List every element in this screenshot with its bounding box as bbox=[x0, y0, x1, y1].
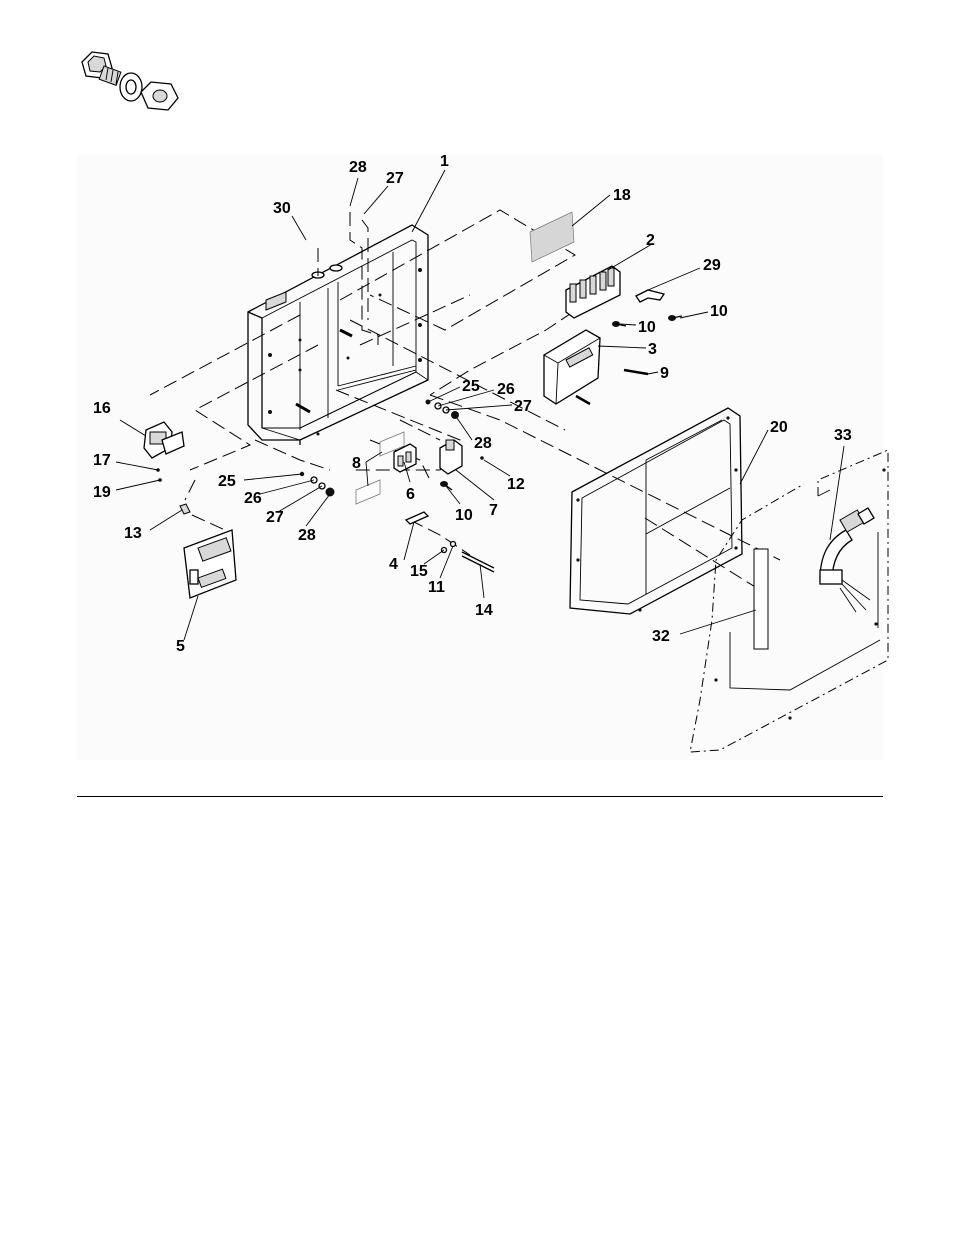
callout-2: 2 bbox=[646, 232, 655, 249]
callout-27: 27 bbox=[386, 170, 404, 187]
callout-13: 13 bbox=[124, 525, 142, 542]
callout-26: 26 bbox=[244, 490, 262, 507]
callout-17: 17 bbox=[93, 452, 111, 469]
callout-7: 7 bbox=[489, 502, 498, 519]
callout-28: 28 bbox=[349, 159, 367, 176]
callout-28: 28 bbox=[474, 435, 492, 452]
strip-32 bbox=[754, 549, 768, 649]
callout-8: 8 bbox=[352, 455, 361, 472]
horizontal-divider bbox=[77, 796, 883, 797]
callout-12: 12 bbox=[507, 476, 525, 493]
callout-27: 27 bbox=[514, 398, 532, 415]
callout-25: 25 bbox=[218, 473, 236, 490]
callout-10: 10 bbox=[638, 319, 656, 336]
callout-5: 5 bbox=[176, 638, 185, 655]
callout-29: 29 bbox=[703, 257, 721, 274]
callout-14: 14 bbox=[475, 602, 493, 619]
callout-4: 4 bbox=[389, 556, 398, 573]
callout-1: 1 bbox=[440, 153, 449, 170]
diagram-background bbox=[77, 155, 883, 760]
callout-26: 26 bbox=[497, 381, 515, 398]
bolt-washer-nut-icon bbox=[82, 52, 178, 110]
callout-10: 10 bbox=[710, 303, 728, 320]
callout-27: 27 bbox=[266, 509, 284, 526]
callout-20: 20 bbox=[770, 419, 788, 436]
callout-18: 18 bbox=[613, 187, 631, 204]
callout-19: 19 bbox=[93, 484, 111, 501]
callout-3: 3 bbox=[648, 341, 657, 358]
callout-6: 6 bbox=[406, 486, 415, 503]
callout-25: 25 bbox=[462, 378, 480, 395]
callout-11: 11 bbox=[428, 579, 445, 596]
callout-10: 10 bbox=[455, 507, 473, 524]
callout-32: 32 bbox=[652, 628, 670, 645]
callout-33: 33 bbox=[834, 427, 852, 444]
callout-30: 30 bbox=[273, 200, 291, 217]
callout-16: 16 bbox=[93, 400, 111, 417]
callout-15: 15 bbox=[410, 563, 428, 580]
callout-28: 28 bbox=[298, 527, 316, 544]
callout-9: 9 bbox=[660, 365, 669, 382]
